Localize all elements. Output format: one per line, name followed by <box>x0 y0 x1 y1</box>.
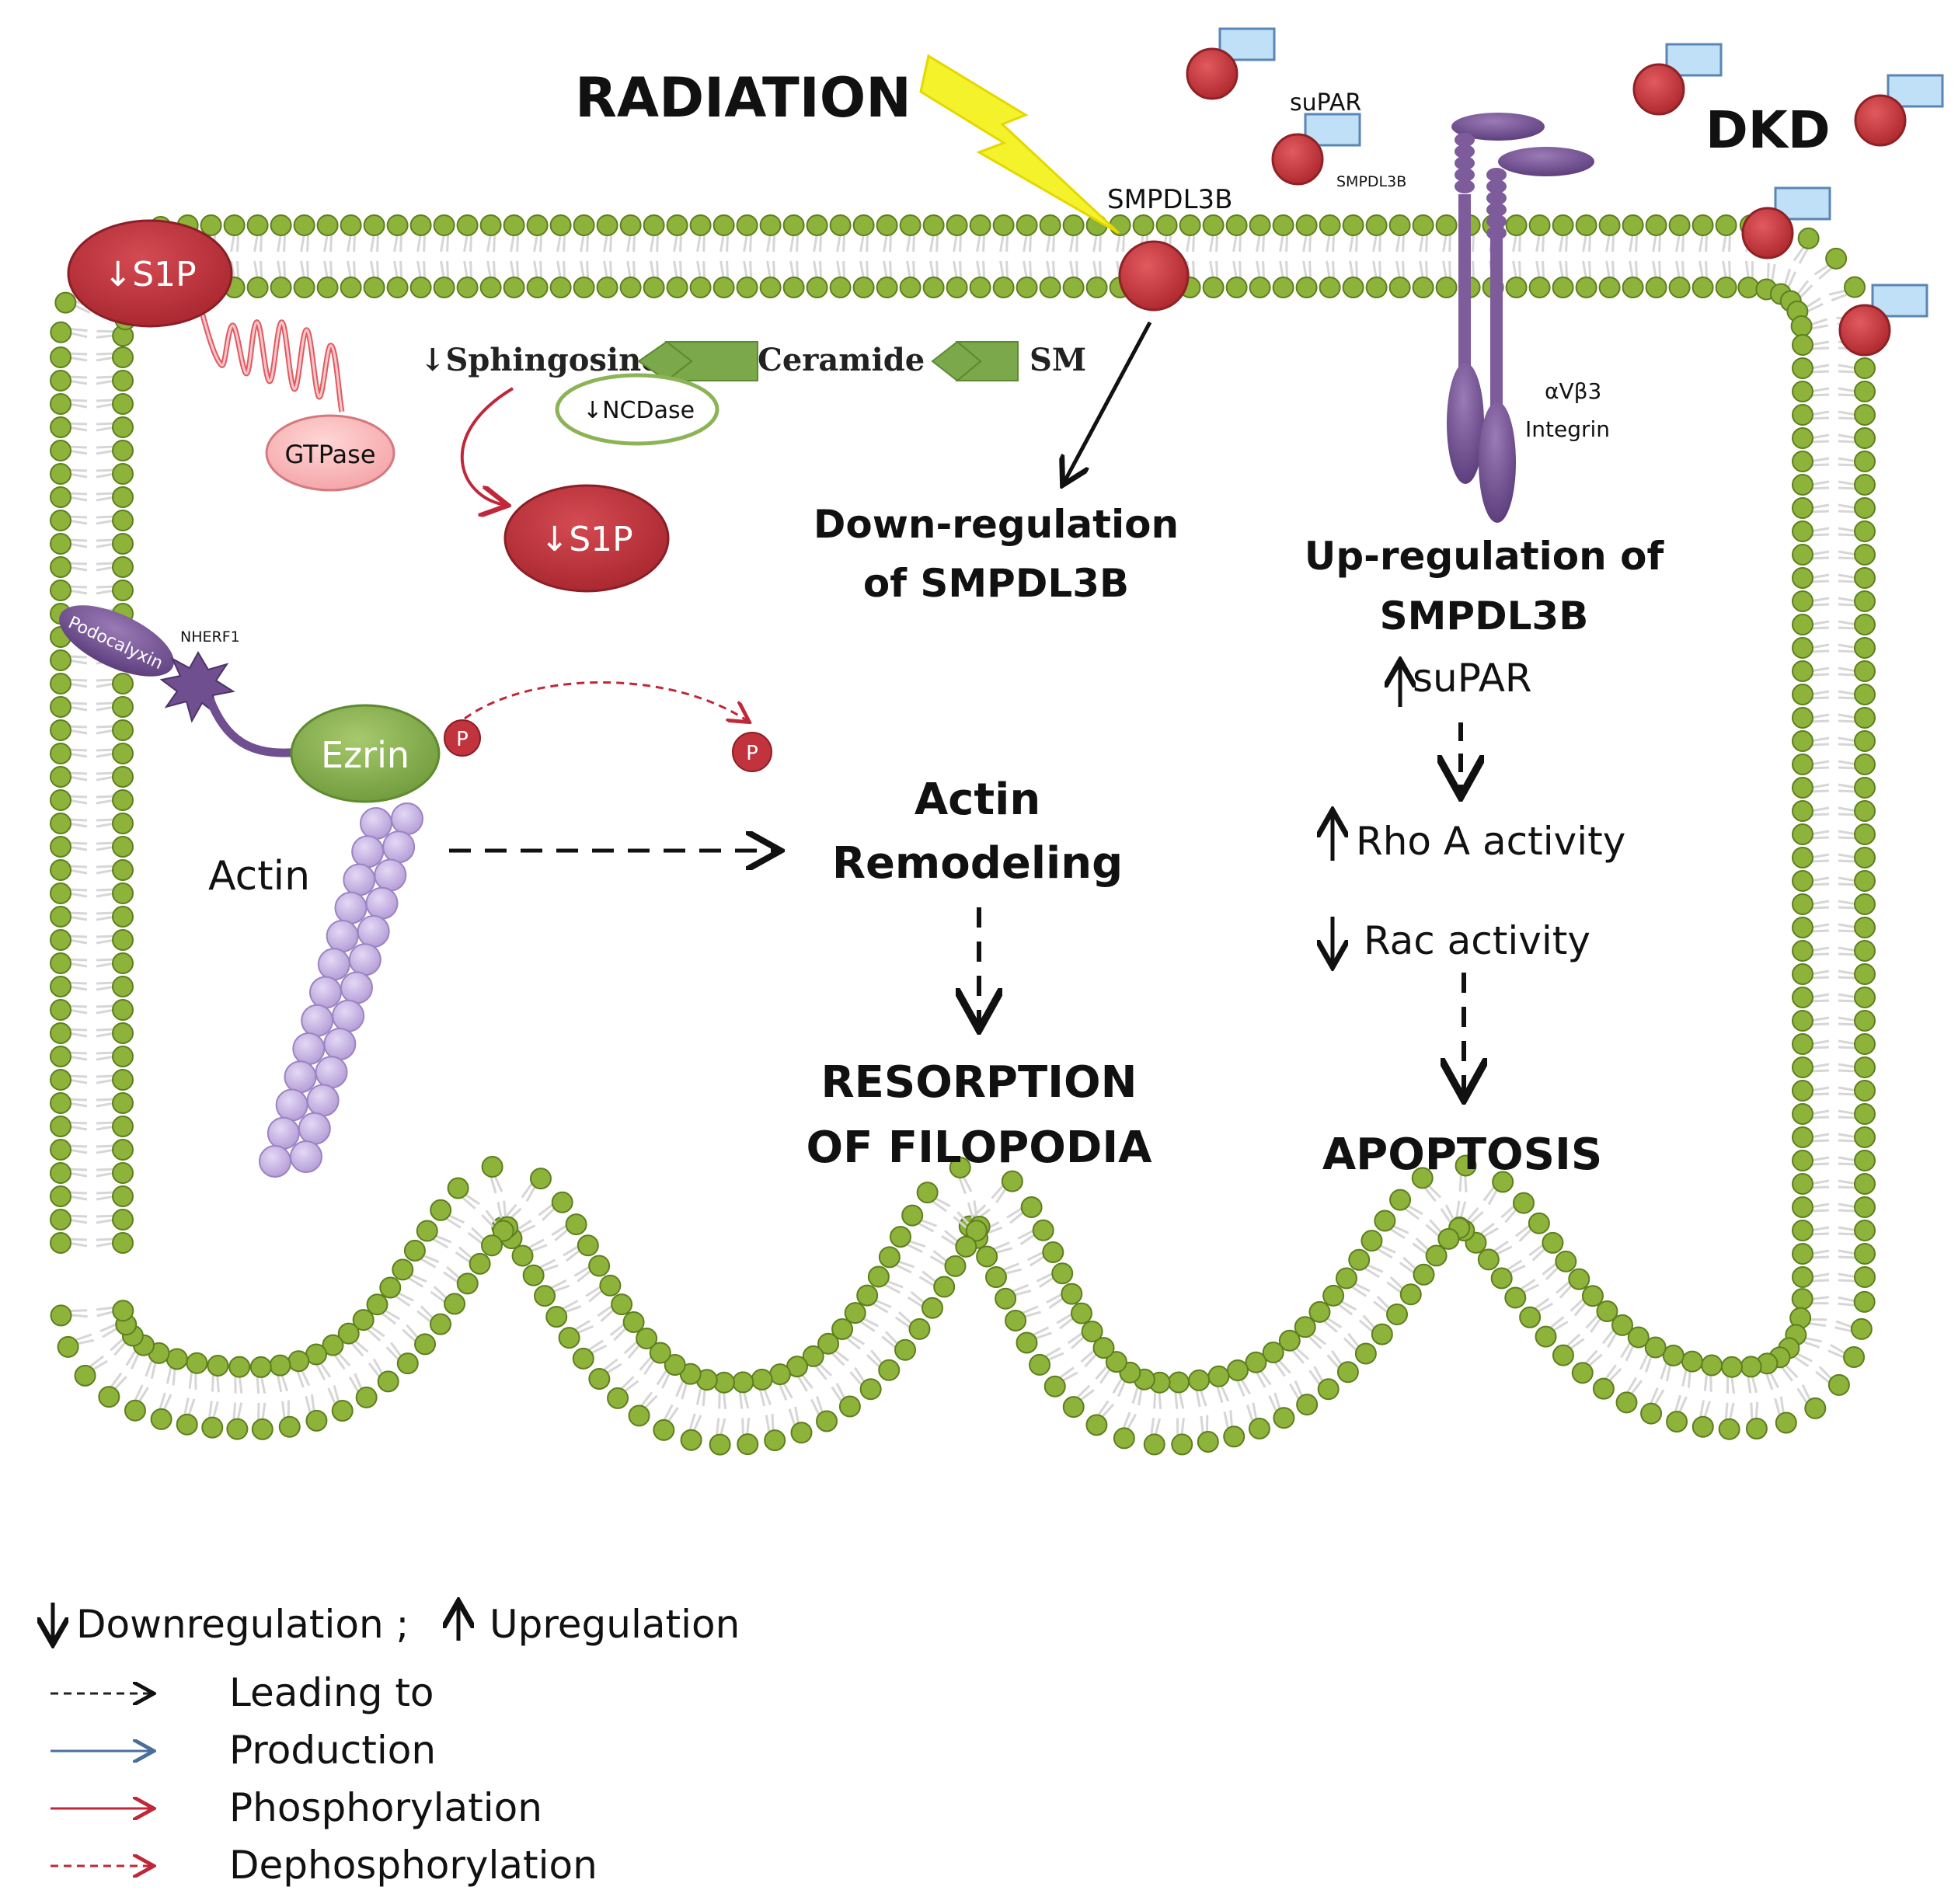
dkd-label: DKD <box>1705 100 1831 160</box>
smpdl3b-membrane-label: SMPDL3B <box>1107 184 1233 215</box>
apoptosis-label: APOPTOSIS <box>1322 1130 1602 1180</box>
rac-activity-label: Rac activity <box>1364 918 1590 963</box>
smpdl3b-membrane-protein <box>1118 240 1190 312</box>
nherf1-ezrin-linker <box>205 697 300 757</box>
resorption-line2: OF FILOPODIA <box>806 1123 1152 1173</box>
actin-remodeling-line1: Actin <box>915 774 1040 825</box>
resorption-line1: RESORPTION <box>821 1057 1138 1108</box>
legend-leading-to-label: Leading to <box>229 1670 434 1715</box>
ncdase-label: ↓NCDase <box>583 397 695 424</box>
nherf1-label: NHERF1 <box>180 628 240 646</box>
integrin-label-line1: αVβ3 <box>1545 378 1601 404</box>
legend-upregulation-label: Upregulation <box>490 1602 740 1647</box>
arrow-dephosphorylation <box>464 681 747 721</box>
actin-filament <box>259 802 423 1178</box>
sm-label: SM <box>1030 342 1086 378</box>
rho-a-activity-label: Rho A activity <box>1356 819 1625 864</box>
supar-smpdl3b-complexes <box>1186 27 1944 357</box>
ezrin-protein <box>290 704 441 803</box>
ncdase-enzyme <box>555 373 719 446</box>
s1p-cytoplasm-label: ↓S1P <box>540 520 632 559</box>
released-phosphate-label: P <box>746 742 758 765</box>
legend-dephosphorylation-label: Dephosphorylation <box>229 1843 598 1888</box>
supar-label-top: suPAR <box>1290 89 1361 117</box>
gtpase-label: GTPase <box>284 440 375 469</box>
supar-up-label: suPAR <box>1413 656 1532 701</box>
actin-label: Actin <box>208 853 310 900</box>
downregulation-line1: Down-regulation <box>814 502 1179 547</box>
smpdl3b-small-label: SMPDL3B <box>1336 173 1406 190</box>
phosphate-on-ezrin <box>444 719 481 757</box>
arrow-sphingosine-to-s1p <box>460 387 514 505</box>
integrin-label-line2: Integrin <box>1525 416 1610 442</box>
podocalyxin-protein <box>59 605 174 677</box>
downregulation-line2: of SMPDL3B <box>863 561 1129 606</box>
arrow-smpdl3b-to-downregulation <box>1064 321 1152 482</box>
released-phosphate <box>732 732 772 772</box>
ezrin-label: Ezrin <box>321 734 409 776</box>
s1p-receptor-label: ↓S1P <box>103 255 196 294</box>
legend-downregulation-label: Downregulation ; <box>76 1602 409 1647</box>
legend-production-label: Production <box>229 1728 436 1773</box>
nherf1-protein <box>159 650 235 723</box>
sm-chevron-tip <box>931 340 982 382</box>
upregulation-line2: SMPDL3B <box>1380 593 1589 639</box>
gtpase-protein <box>265 414 395 492</box>
radiation-label: RADIATION <box>575 66 911 130</box>
legend-phosphorylation-label: Phosphorylation <box>229 1785 542 1830</box>
integrin-receptor <box>1447 113 1594 523</box>
s1p-cytoplasm <box>503 484 670 593</box>
legend: Downregulation ; Upregulation Leading to… <box>51 1602 740 1888</box>
actin-remodeling-line2: Remodeling <box>832 838 1123 889</box>
s1p-receptor-ligand <box>67 219 233 328</box>
lightning-icon <box>919 54 1120 235</box>
s1p-receptor-coil-inner <box>199 306 343 412</box>
upregulation-line1: Up-regulation of <box>1305 534 1665 579</box>
ceramide-label: Ceramide <box>758 342 925 378</box>
sphingosine-label: ↓Sphingosine <box>420 342 661 378</box>
phosphate-on-ezrin-label: P <box>456 728 469 751</box>
